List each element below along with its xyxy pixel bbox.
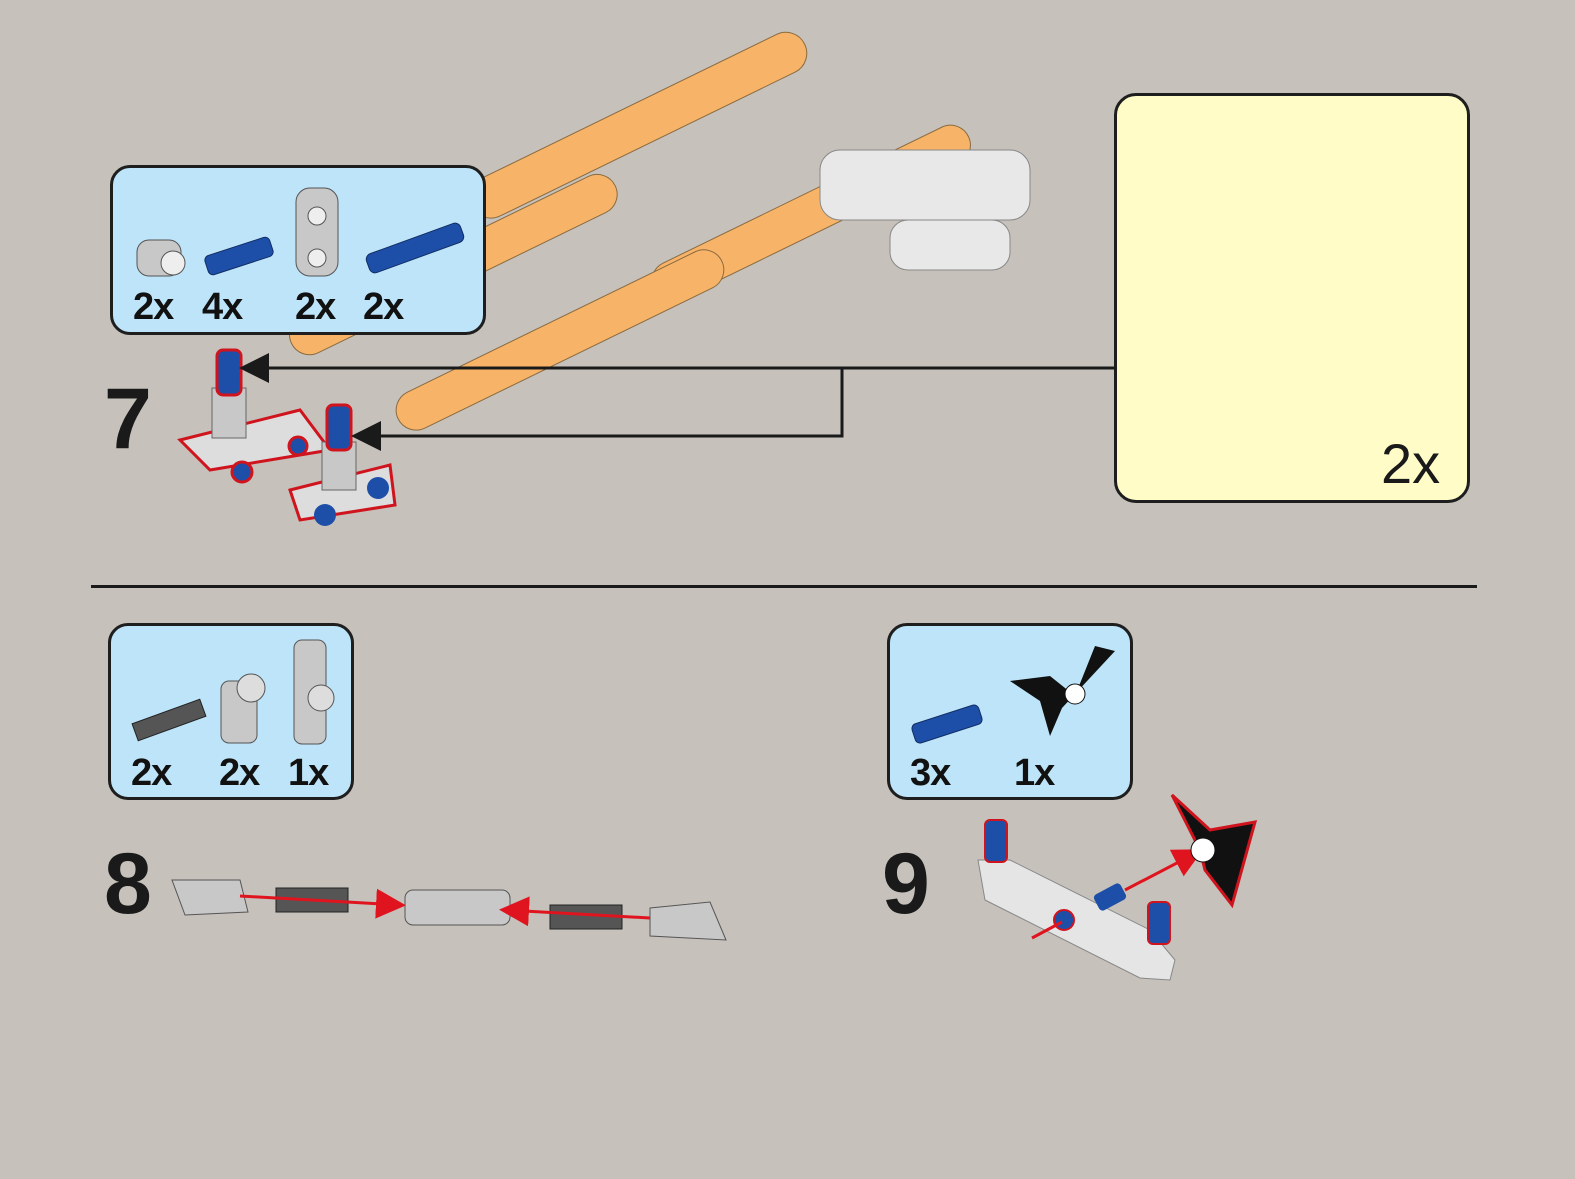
part-qty: 2x xyxy=(133,286,174,328)
part-qty: 4x xyxy=(202,286,243,328)
long-pin-blue-icon xyxy=(365,222,465,274)
bush-grey-icon xyxy=(136,239,186,277)
part-qty: 1x xyxy=(288,752,329,794)
step-number: 8 xyxy=(104,836,152,932)
sub-assembly-callout: 2x xyxy=(1114,93,1470,503)
part-qty: 2x xyxy=(295,286,336,328)
step9-model xyxy=(977,793,1258,981)
step9-parts-box: 3x 1x xyxy=(887,623,1133,800)
pin-axle-blue-icon xyxy=(204,236,274,276)
axle-connector-icon xyxy=(131,698,207,742)
propeller-icon xyxy=(1010,646,1115,736)
pin-axle-blue-icon xyxy=(911,704,983,744)
step-number: 7 xyxy=(104,371,152,467)
part-qty: 2x xyxy=(131,752,172,794)
step7-parts-icons xyxy=(136,187,465,277)
double-cross-block-icon xyxy=(295,187,339,277)
part-qty: 3x xyxy=(910,752,951,794)
step8-parts-box: 2x 2x 1x xyxy=(108,623,354,800)
callout-qty: 2x xyxy=(1381,432,1441,495)
angle-connector-1-icon xyxy=(220,673,266,744)
part-qty: 2x xyxy=(219,752,260,794)
step8-parts-icons xyxy=(131,639,335,745)
step8-model xyxy=(171,879,727,941)
step-number: 9 xyxy=(882,836,930,932)
part-qty: 2x xyxy=(363,286,404,328)
section-divider xyxy=(91,585,1477,588)
angle-connector-2-icon xyxy=(293,639,335,745)
part-qty: 1x xyxy=(1014,752,1055,794)
step7-parts-box: 2x 4x 2x 2x xyxy=(110,165,486,335)
step9-parts-icons xyxy=(911,646,1115,744)
